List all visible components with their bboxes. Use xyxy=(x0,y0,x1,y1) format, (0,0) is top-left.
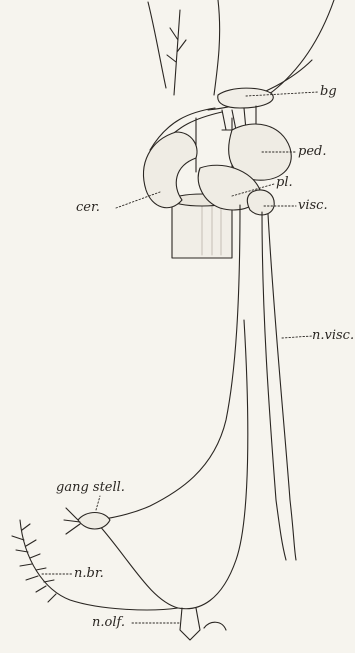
upper-nerve-left xyxy=(148,2,166,88)
olfactory-base xyxy=(180,608,226,640)
visceral-ganglion xyxy=(247,190,274,215)
label-pl: pl. xyxy=(276,176,293,189)
leader-nvisc xyxy=(282,336,312,338)
label-n-br: n.br. xyxy=(74,567,104,580)
upper-nerve-branch xyxy=(167,10,186,95)
stellate-ganglion xyxy=(78,513,110,530)
label-visc: visc. xyxy=(298,199,328,212)
label-gang-stell: gang stell. xyxy=(56,481,125,494)
label-bg: bg xyxy=(320,85,337,98)
leader-gang xyxy=(96,496,100,510)
upper-nerve-right xyxy=(214,0,220,95)
visceral-nerve-2 xyxy=(268,214,296,560)
olfactory-trunk xyxy=(98,320,248,609)
visceral-nerve xyxy=(262,212,286,560)
branchial-twigs xyxy=(12,524,56,602)
buccal-ganglion xyxy=(218,88,274,108)
label-n-olf: n.olf. xyxy=(92,616,125,629)
branchial-nerve xyxy=(20,520,178,610)
stellate-rays xyxy=(64,508,80,534)
label-cer: cer. xyxy=(76,201,100,214)
label-n-visc: n.visc. xyxy=(312,329,354,342)
label-ped: ped. xyxy=(298,145,326,158)
